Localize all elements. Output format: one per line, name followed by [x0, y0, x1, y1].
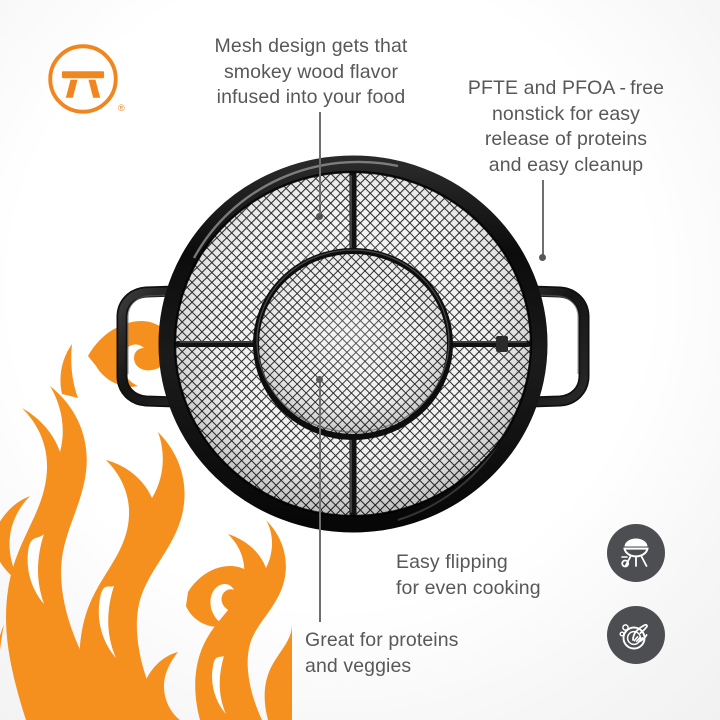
badge-grill-safe	[607, 524, 665, 582]
leader-dot-proteins	[316, 376, 323, 383]
hand-wash-dish-icon	[619, 623, 648, 650]
right-handle	[494, 284, 590, 409]
leader-line-nonstick	[542, 180, 544, 258]
leader-dot-mesh-design	[316, 213, 323, 220]
leader-dot-nonstick	[539, 254, 546, 261]
left-handle	[116, 284, 212, 409]
leader-line-mesh-design	[319, 112, 321, 216]
callout-text-easy-flipping: Easy flipping for even cooking	[396, 551, 541, 599]
brand-logo-icon	[48, 44, 118, 114]
leader-line-proteins	[319, 380, 321, 622]
rim-weld-tab	[496, 336, 508, 352]
inner-basket-well	[253, 248, 453, 440]
registered-trademark-mark: ®	[118, 103, 125, 113]
callout-text-mesh-design: Mesh design gets that smokey wood flavor…	[214, 35, 408, 109]
badge-hand-wash	[607, 606, 665, 664]
outer-rim	[158, 155, 548, 533]
callout-text-nonstick: PFTE and PFOA - free nonstick for easy r…	[467, 77, 665, 177]
bbq-grill-icon	[621, 538, 649, 568]
divider-bars	[175, 170, 531, 518]
grill-basket-product-image	[116, 155, 590, 533]
callout-text-great-for-proteins: Great for proteins and veggies	[305, 629, 459, 677]
